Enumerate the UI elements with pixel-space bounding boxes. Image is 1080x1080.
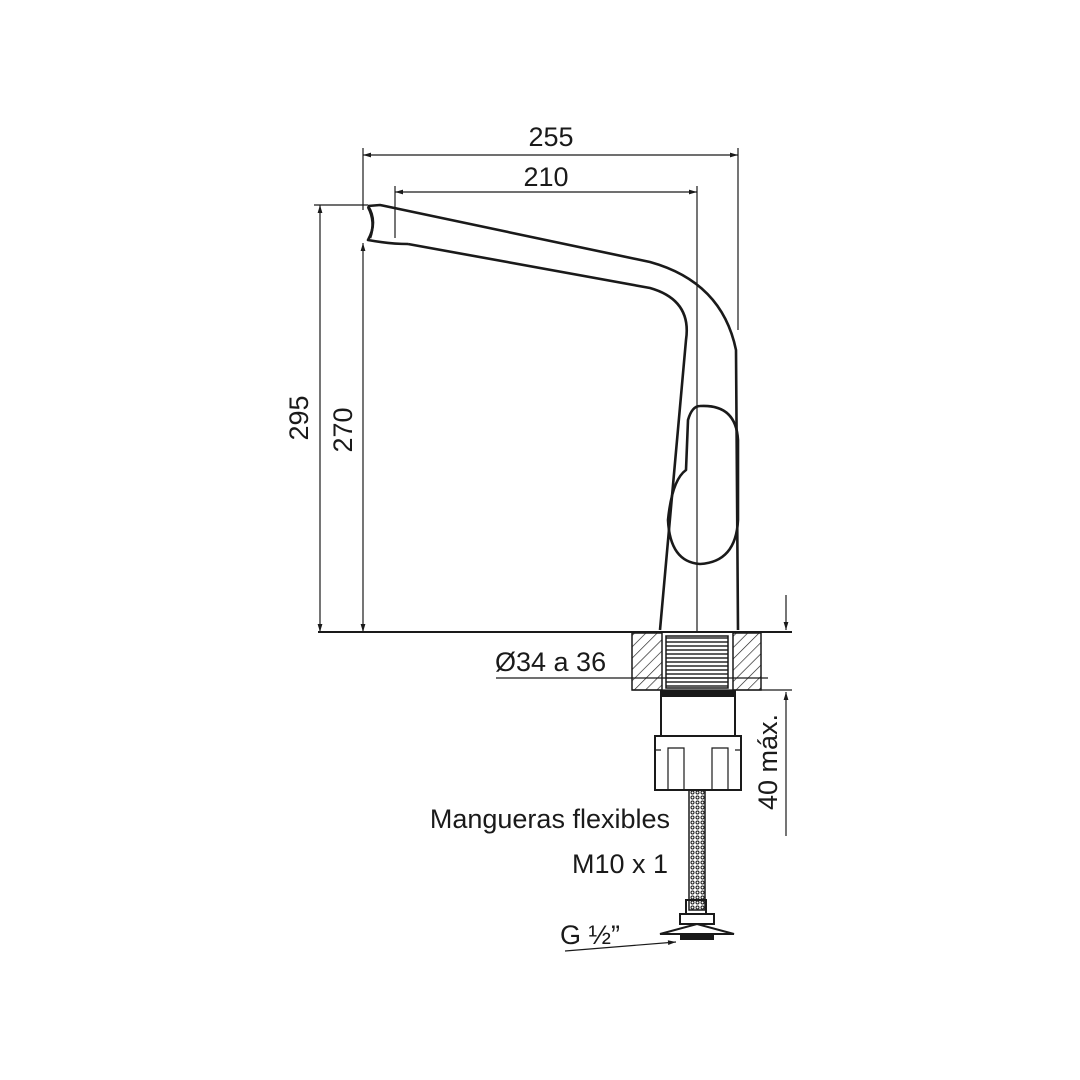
mount-section (631, 632, 792, 695)
dimension-label-295: 295 (284, 395, 314, 440)
label-hose-thread: M10 x 1 (572, 849, 668, 879)
dimension-label-270: 270 (328, 407, 358, 452)
dimension-label-diameter: Ø34 a 36 (495, 647, 606, 677)
flexible-hose (688, 789, 706, 911)
lever-handle (666, 404, 740, 566)
dimension-label-255: 255 (528, 122, 573, 152)
dimension-40-max: 40 máx. (753, 595, 789, 836)
label-connection: G ½” (560, 920, 620, 950)
dimension-label-210: 210 (523, 162, 568, 192)
connection-leader (564, 940, 677, 952)
hose-fitting (659, 899, 735, 940)
dimension-210: 210 (394, 162, 698, 632)
dimension-255: 255 (362, 122, 739, 330)
dimension-hole-diameter: Ø34 a 36 (495, 647, 768, 679)
label-hoses: Mangueras flexibles (430, 804, 670, 834)
dimension-295: 295 (284, 204, 368, 632)
fixing-nut (654, 695, 742, 791)
faucet-body (366, 203, 740, 631)
dimension-label-40-max: 40 máx. (753, 714, 783, 810)
dimension-270: 270 (328, 243, 366, 632)
